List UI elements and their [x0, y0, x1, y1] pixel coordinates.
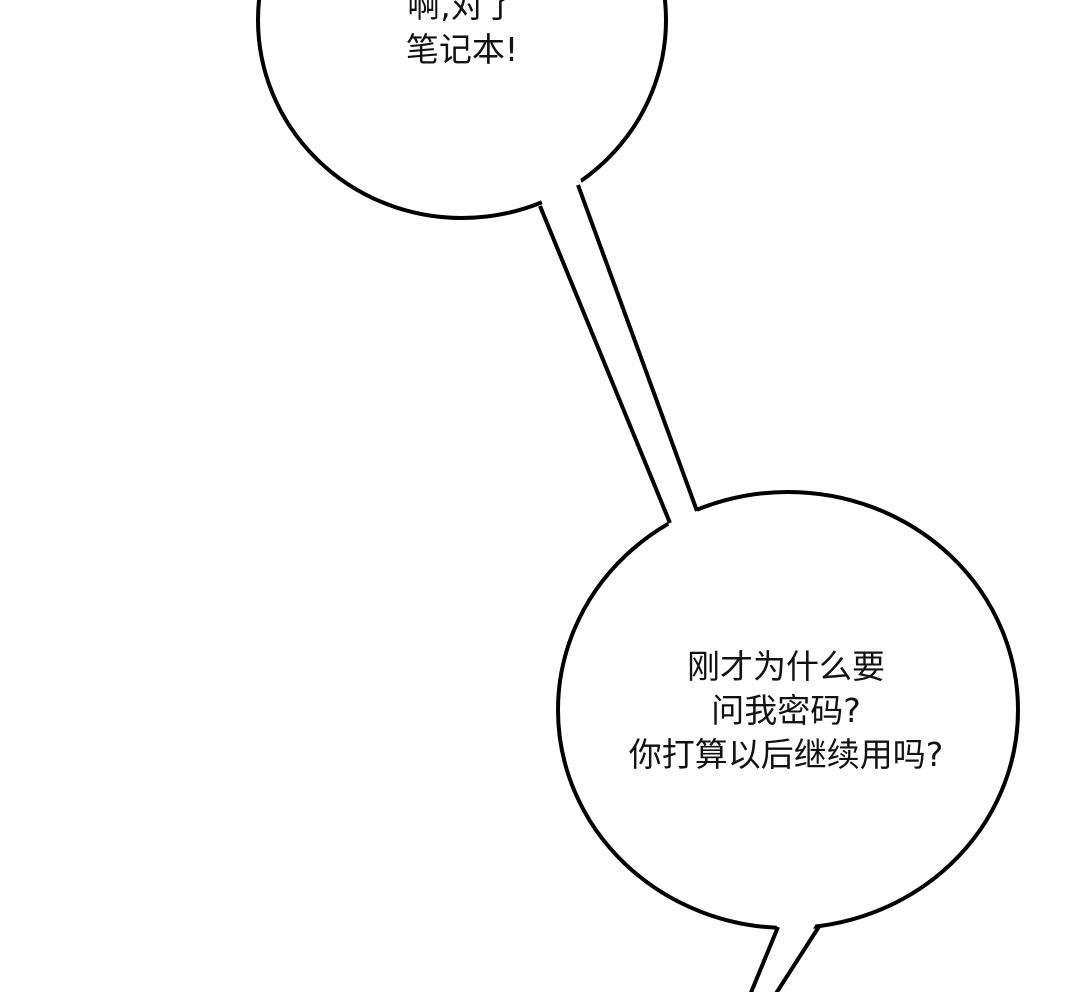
bubble-bottom-text: 刚才为什么要 问我密码? 你打算以后继续用吗? [586, 645, 986, 777]
speech-bubble-top [256, 0, 668, 220]
connector-tail-right [576, 184, 699, 512]
bubble-top-text: 啊,对了 笔记本! [362, 0, 562, 72]
bottom-tail-left [749, 926, 780, 992]
connector-tail-left [538, 205, 672, 524]
bubble-text-line: 啊,对了 [407, 0, 517, 25]
bubble-text-line: 笔记本! [405, 30, 519, 69]
bubble-text-line: 问我密码? [711, 691, 861, 730]
bubble-text-line: 你打算以后继续用吗? [628, 735, 944, 774]
bottom-tail-right [774, 923, 822, 992]
connector-tail-fill [541, 178, 699, 528]
bubble-text-line: 刚才为什么要 [687, 647, 885, 686]
bottom-tail-fill [750, 918, 819, 992]
